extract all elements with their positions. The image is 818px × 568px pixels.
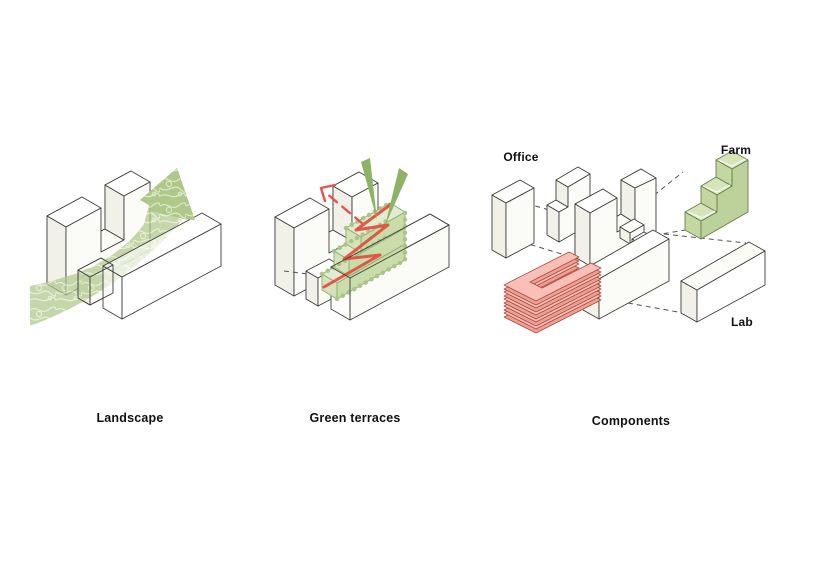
farm-label: Farm — [720, 143, 752, 157]
vegetation-edge — [319, 200, 408, 302]
farm-block — [684, 150, 749, 240]
sun-rays — [361, 158, 408, 226]
lab-label: Lab — [731, 315, 753, 329]
floor-plates — [503, 251, 602, 334]
bar-building — [102, 212, 222, 320]
green-terraces-caption: Green terraces — [309, 411, 401, 425]
arrowhead — [140, 168, 195, 220]
components-diagram — [491, 150, 766, 334]
lab-block — [680, 241, 766, 323]
landscape-diagram — [30, 168, 222, 326]
components-caption: Components — [591, 414, 671, 428]
circulation-arrow — [319, 183, 365, 226]
green-terraces-diagram — [274, 158, 450, 321]
landscape-caption: Landscape — [96, 411, 164, 425]
office-label: Office — [503, 150, 539, 164]
small-box-edges — [77, 257, 114, 306]
bar-edges-overlay — [330, 213, 450, 320]
ramp-path — [322, 200, 396, 289]
